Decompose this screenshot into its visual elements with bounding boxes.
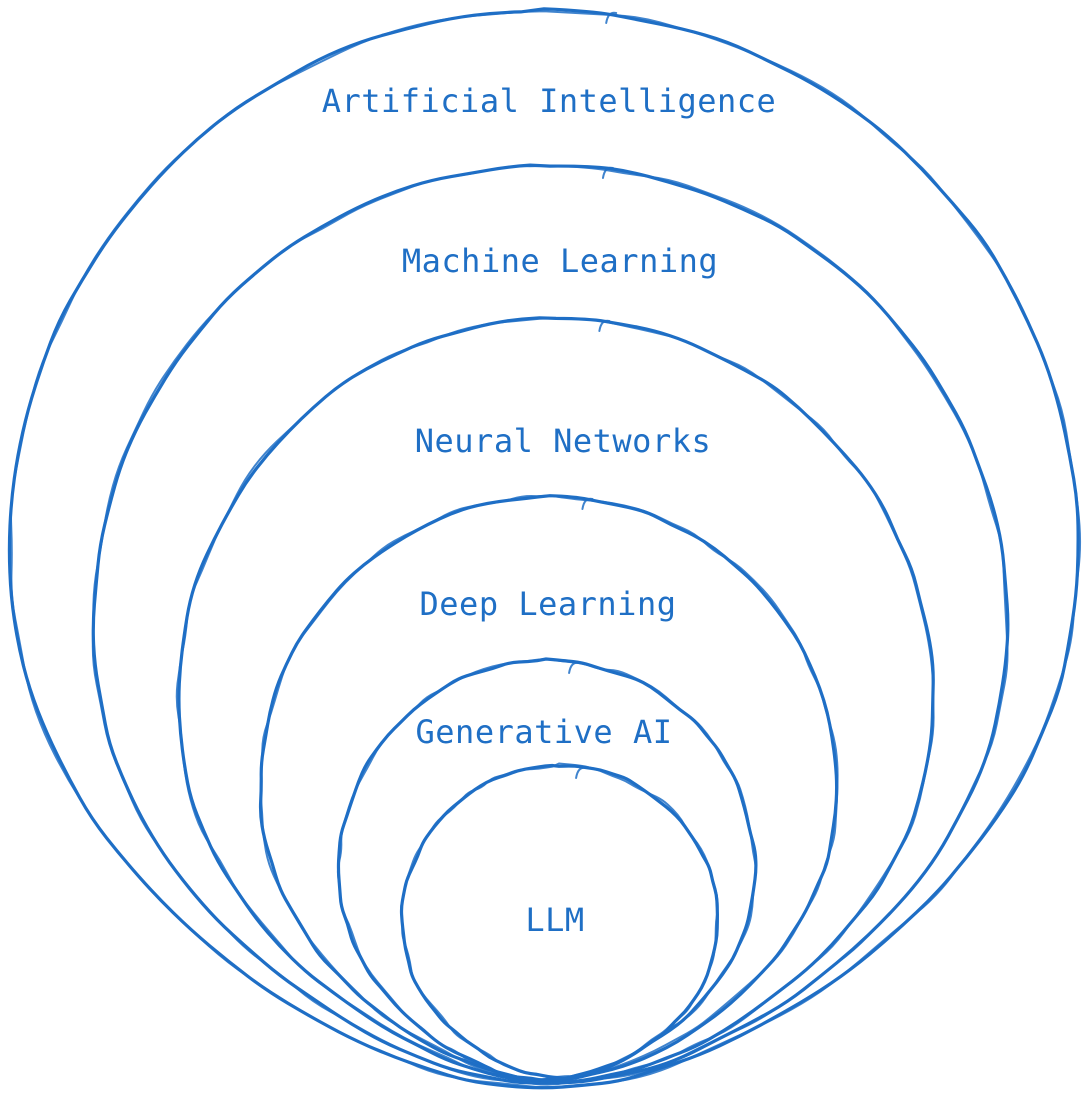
ring-sketch-stroke-llm (400, 762, 719, 1079)
ring-llm (399, 762, 719, 1080)
ring-tick-mark-machine-learning (601, 166, 614, 179)
ring-tick-mark-generative-ai (568, 661, 581, 674)
ring-outline-deep-learning (258, 494, 839, 1082)
ring-outline-machine-learning (91, 163, 1010, 1085)
ring-deep-learning (258, 494, 839, 1082)
layer-label-deep-learning: Deep Learning (420, 585, 677, 623)
layer-label-artificial-intelligence: Artificial Intelligence (322, 82, 777, 120)
ring-sketch-stroke-deep-learning (259, 494, 839, 1082)
layer-label-machine-learning: Machine Learning (402, 242, 718, 280)
ring-tick-mark-artificial-intelligence (605, 11, 618, 24)
rings-group (7, 7, 1082, 1090)
ring-sketch-stroke-artificial-intelligence (10, 10, 1082, 1089)
ring-machine-learning (91, 163, 1010, 1086)
ring-generative-ai (336, 657, 758, 1083)
ring-artificial-intelligence (7, 7, 1082, 1090)
ring-tick-mark-llm (575, 766, 588, 779)
labels-group: Artificial Intelligence Machine Learning… (322, 82, 777, 939)
layer-label-llm: LLM (525, 901, 584, 939)
ring-tick-mark-deep-learning (581, 497, 594, 510)
ring-tick-mark-neural-networks (598, 319, 611, 332)
layer-label-generative-ai: Generative AI (416, 713, 673, 751)
ring-sketch-stroke-machine-learning (91, 164, 1009, 1086)
ring-sketch-stroke-generative-ai (336, 657, 757, 1083)
layer-label-neural-networks: Neural Networks (415, 422, 711, 460)
